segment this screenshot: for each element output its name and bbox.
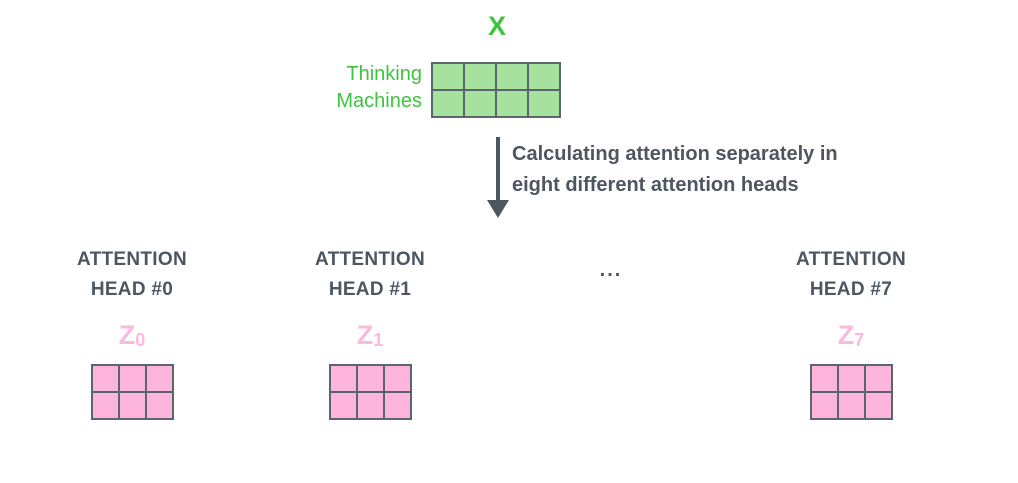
matrix-cell — [146, 393, 172, 418]
matrix-cell — [811, 366, 837, 391]
matrix-cell — [384, 366, 410, 391]
attention-head-7-label-line-2: HEAD #7 — [809, 279, 893, 300]
down-arrow-head-icon — [487, 200, 509, 218]
attention-head-1: ATTENTION HEAD #1 Z1 — [275, 245, 465, 420]
matrix-cell — [357, 366, 383, 391]
matrix-cell — [465, 91, 495, 116]
down-arrow-line — [496, 137, 500, 201]
z0-matrix-title: Z0 — [118, 320, 146, 350]
z1-matrix-title: Z1 — [356, 320, 384, 350]
input-caption-line-1: Thinking — [346, 63, 422, 85]
matrix-cell — [357, 393, 383, 418]
input-caption-line-2: Machines — [336, 90, 422, 112]
z7-matrix-grid — [809, 364, 893, 420]
matrix-cell — [433, 64, 463, 89]
matrix-cell — [92, 393, 118, 418]
matrix-cell — [838, 366, 864, 391]
attention-head-0-label-line-2: HEAD #0 — [90, 279, 174, 300]
matrix-cell — [330, 393, 356, 418]
attention-head-0: ATTENTION HEAD #0 Z0 — [37, 245, 227, 420]
matrix-cell — [119, 393, 145, 418]
z7-matrix-title: Z7 — [837, 320, 865, 350]
matrix-cell — [433, 91, 463, 116]
attention-head-7-label: ATTENTION HEAD #7 — [756, 245, 946, 305]
attention-head-0-label: ATTENTION HEAD #0 — [37, 245, 227, 305]
z0-matrix-grid — [90, 364, 174, 420]
input-matrix-grid — [431, 62, 561, 118]
z1-matrix-grid — [328, 364, 412, 420]
matrix-cell — [384, 393, 410, 418]
matrix-cell — [497, 91, 527, 116]
matrix-cell — [865, 393, 891, 418]
attention-head-1-label: ATTENTION HEAD #1 — [275, 245, 465, 305]
input-matrix-caption: Thinking Machines — [290, 61, 422, 115]
matrix-cell — [465, 64, 495, 89]
arrow-caption-line-1: Calculating attention separately in — [512, 143, 838, 165]
arrow-caption: Calculating attention separately in eigh… — [512, 139, 838, 201]
matrix-cell — [146, 366, 172, 391]
matrix-cell — [497, 64, 527, 89]
heads-ellipsis: ... — [599, 259, 623, 281]
matrix-cell — [811, 393, 837, 418]
matrix-cell — [119, 366, 145, 391]
matrix-cell — [529, 91, 559, 116]
input-matrix-title: X — [487, 11, 506, 41]
matrix-cell — [838, 393, 864, 418]
attention-head-0-label-line-1: ATTENTION — [76, 249, 187, 270]
arrow-caption-line-2: eight different attention heads — [512, 174, 799, 196]
attention-head-7-label-line-1: ATTENTION — [795, 249, 906, 270]
matrix-cell — [330, 366, 356, 391]
attention-head-1-label-line-1: ATTENTION — [314, 249, 425, 270]
matrix-cell — [865, 366, 891, 391]
matrix-cell — [529, 64, 559, 89]
attention-head-1-label-line-2: HEAD #1 — [328, 279, 412, 300]
attention-head-7: ATTENTION HEAD #7 Z7 — [756, 245, 946, 420]
matrix-cell — [92, 366, 118, 391]
